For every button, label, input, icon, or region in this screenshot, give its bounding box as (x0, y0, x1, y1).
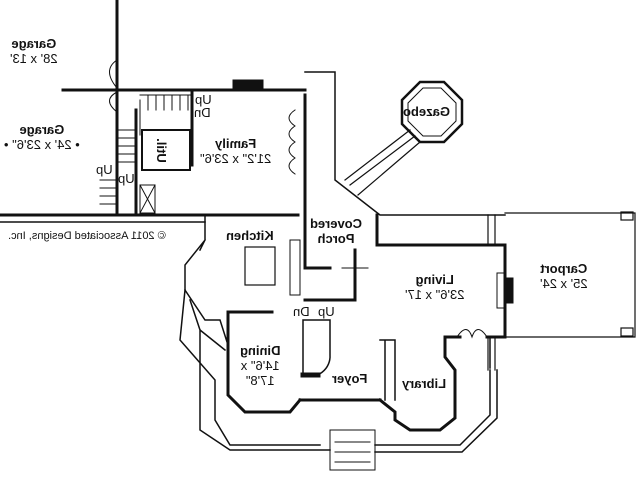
room-garage-top: Garage 28' x 13' (10, 36, 58, 67)
room-size-2: 17'8" (245, 372, 275, 388)
room-garage-bottom: Garage • 24' x 23'6" • (4, 122, 80, 153)
room-size: 23'6" x 17' (405, 286, 465, 302)
copyright-text: © 2011 Associated Designs, Inc. (8, 230, 166, 242)
fireplace-living (504, 277, 514, 304)
room-name-2: Porch (317, 230, 355, 246)
room-covered-porch: Covered Porch (310, 216, 363, 247)
room-library: Library (402, 376, 447, 391)
room-name: Living (415, 272, 454, 287)
room-kitchen: Kitchen (226, 228, 274, 243)
stair-label-up: Up (96, 162, 113, 177)
room-name: Carport (540, 261, 588, 276)
room-living: Living 23'6" x 17' (405, 272, 465, 303)
stair-label-up: Up (318, 304, 335, 319)
gazebo-walkway (344, 129, 421, 196)
room-name: Garage (19, 122, 65, 137)
stair-label-up: Up (118, 171, 135, 186)
room-name: Family (215, 136, 257, 151)
gazebo-outline (400, 80, 464, 144)
fireplace-family (232, 79, 264, 91)
room-size: • 24' x 23'6" • (4, 136, 80, 152)
stair-label-dn: Dn (194, 105, 211, 120)
room-size: 14'6" x (240, 357, 280, 373)
stairs (99, 94, 193, 205)
stair-label-dn: Dn (293, 304, 310, 319)
room-dining: Dining 14'6" x 17'8" (240, 343, 281, 389)
spiral-stair (300, 319, 331, 378)
room-gazebo: Gazebo (403, 104, 450, 119)
room-utility: Util. (153, 138, 169, 163)
room-foyer: Foyer (332, 371, 368, 386)
room-family: Family 21'2" x 23'6" (200, 136, 272, 167)
kitchen-island (244, 246, 276, 286)
porch-rails (0, 71, 506, 453)
room-carport: Carport 25' x 24' (540, 261, 588, 292)
front-stairs (329, 429, 376, 471)
room-size: 25' x 24' (540, 275, 588, 291)
room-size: 21'2" x 23'6" (200, 150, 272, 166)
room-size: 28' x 13' (10, 50, 58, 66)
room-name: Dining (240, 343, 281, 358)
room-name: Covered (310, 216, 363, 231)
carport-outline (487, 211, 636, 371)
room-name: Garage (11, 36, 57, 51)
